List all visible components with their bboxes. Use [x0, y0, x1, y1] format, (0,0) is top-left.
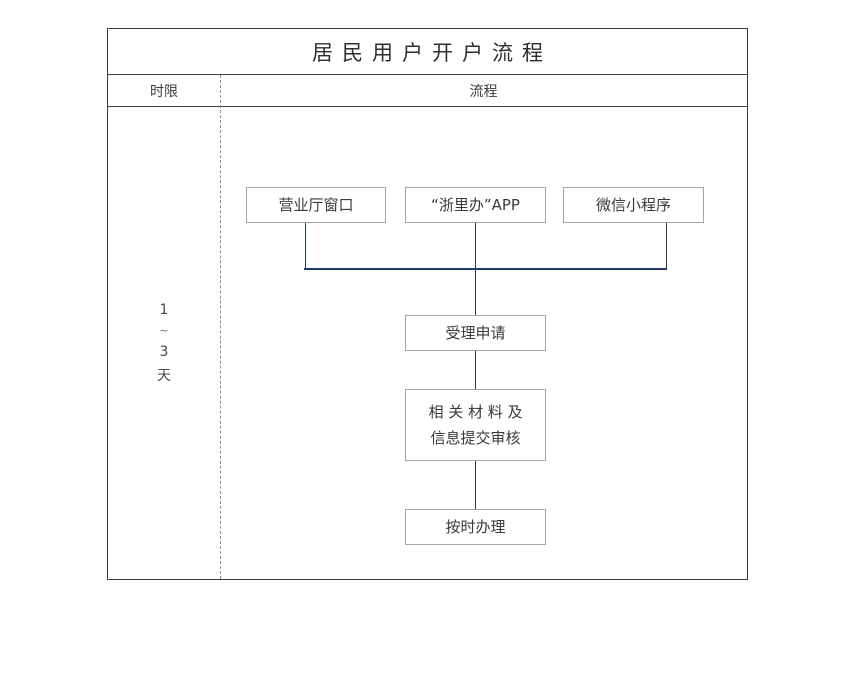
- flow-node-handle[interactable]: 按时办理: [405, 509, 546, 545]
- flow-node-miniapp[interactable]: 微信小程序: [563, 187, 704, 223]
- time-limit-from: 1: [159, 302, 169, 318]
- flow-node-submit-label-line1: 相 关 材 料 及: [428, 403, 523, 421]
- connector-app-stub: [474, 223, 477, 269]
- title-row: 居民用户开户流程: [108, 29, 747, 75]
- time-limit-value: 1 ~ 3 天: [108, 107, 220, 579]
- table-body-row: 1 ~ 3 天 营业厅窗口 “浙里办”APP 微信小程序: [108, 107, 747, 579]
- connector-merge-bus: [304, 268, 667, 270]
- flow-node-submit[interactable]: 相 关 材 料 及 信息提交审核: [405, 389, 546, 461]
- flow-node-app[interactable]: “浙里办”APP: [405, 187, 546, 223]
- column-separator: [220, 75, 221, 579]
- flowchart-canvas: 营业厅窗口 “浙里办”APP 微信小程序 受理申请 相 关 材 料 及 信息提交…: [220, 107, 747, 579]
- time-limit-to: 3: [159, 344, 169, 360]
- connector-miniapp-stub: [665, 223, 668, 269]
- flow-node-accept-label: 受理申请: [445, 324, 506, 342]
- flow-node-accept[interactable]: 受理申请: [405, 315, 546, 351]
- connector-to-accept: [474, 268, 477, 315]
- flow-node-window[interactable]: 营业厅窗口: [246, 187, 386, 223]
- column-header-time-limit: 时限: [150, 83, 178, 100]
- connector-to-handle: [474, 461, 477, 509]
- connector-window-stub: [304, 223, 307, 269]
- page-title: 居民用户开户流程: [312, 40, 552, 65]
- flow-node-window-label: 营业厅窗口: [278, 196, 354, 214]
- time-limit-separator: ~: [159, 324, 169, 337]
- flow-node-submit-label-line2: 信息提交审核: [430, 429, 521, 447]
- flowchart-sheet: 居民用户开户流程 时限 流程 1 ~ 3 天 营业厅窗口 “浙里办”APP 微信…: [107, 28, 748, 580]
- time-limit-unit: 天: [157, 368, 171, 384]
- flow-node-app-label: “浙里办”APP: [431, 196, 520, 214]
- flow-node-miniapp-label: 微信小程序: [595, 196, 671, 214]
- flow-node-handle-label: 按时办理: [445, 518, 506, 536]
- column-header-flow: 流程: [469, 83, 498, 100]
- table-header-row: 时限 流程: [108, 75, 747, 107]
- connector-to-submit: [474, 351, 477, 389]
